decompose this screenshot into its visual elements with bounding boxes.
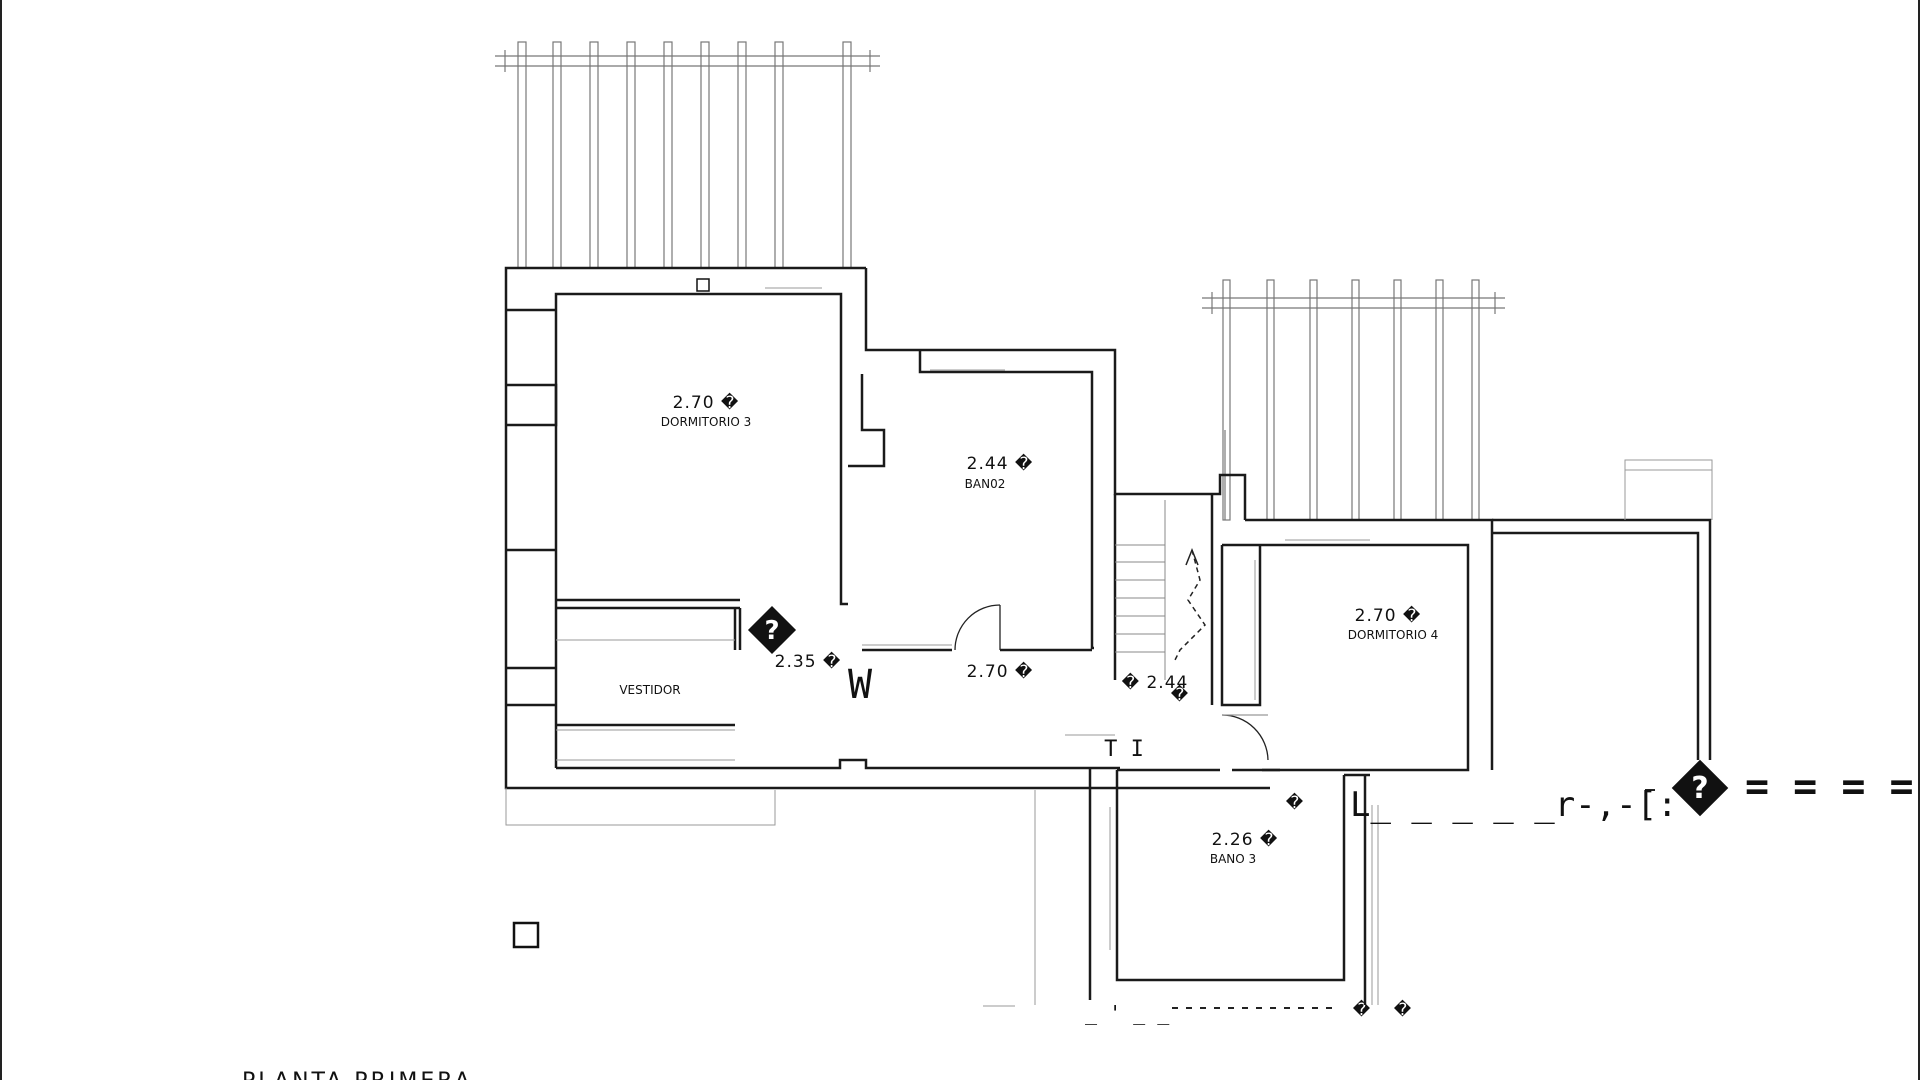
pergola-left bbox=[495, 41, 880, 269]
name-dormitorio-4: DORMITORIO 4 bbox=[1348, 628, 1438, 642]
diamond-glyph: ? bbox=[764, 616, 779, 646]
north-marker bbox=[512, 921, 540, 949]
name-bano02: BAN02 bbox=[965, 477, 1006, 491]
dash-line: = = = = bbox=[1745, 764, 1914, 810]
area-bano02: 2.44 � bbox=[967, 453, 1034, 474]
small-mark: � bbox=[1286, 792, 1304, 813]
diamond-glyph: ? bbox=[1691, 771, 1708, 806]
area-vestidor: 2.35 � bbox=[775, 651, 842, 672]
name-vestidor: VESTIDOR bbox=[619, 683, 680, 697]
pergola-right bbox=[1202, 279, 1505, 521]
bottom-mark-2: � bbox=[1394, 999, 1412, 1020]
bottom-code: _ ' _ _ bbox=[1085, 1001, 1170, 1025]
walls bbox=[504, 266, 1712, 1005]
area-dormitorio-3: 2.70 � bbox=[673, 392, 740, 413]
area-bano-3: 2.26 � bbox=[1212, 829, 1279, 850]
plan-title: PLANTA PRIMERA bbox=[242, 1069, 473, 1080]
diamond-marker-1: ? bbox=[747, 605, 797, 655]
area-dormitorio-4: 2.70 � bbox=[1355, 605, 1422, 626]
door-swings bbox=[954, 604, 1269, 761]
w-mark: W bbox=[848, 662, 873, 708]
stair-mark: � bbox=[1171, 684, 1189, 705]
bottom-mark-1: � bbox=[1353, 999, 1371, 1020]
light-details bbox=[505, 287, 1713, 1007]
corridor-height: 2.70 � bbox=[967, 661, 1034, 682]
column-marker bbox=[696, 278, 710, 292]
name-bano-3: BANO 3 bbox=[1210, 852, 1256, 866]
ti-mark: T I bbox=[1104, 737, 1144, 762]
wall-code: L_ _ _ _ _r-,-[: bbox=[1350, 785, 1678, 825]
name-dormitorio-3: DORMITORIO 3 bbox=[661, 415, 751, 429]
stair-height: � 2.44 bbox=[1122, 672, 1189, 693]
diamond-marker-2: ? bbox=[1671, 759, 1729, 817]
staircase bbox=[1115, 500, 1206, 680]
